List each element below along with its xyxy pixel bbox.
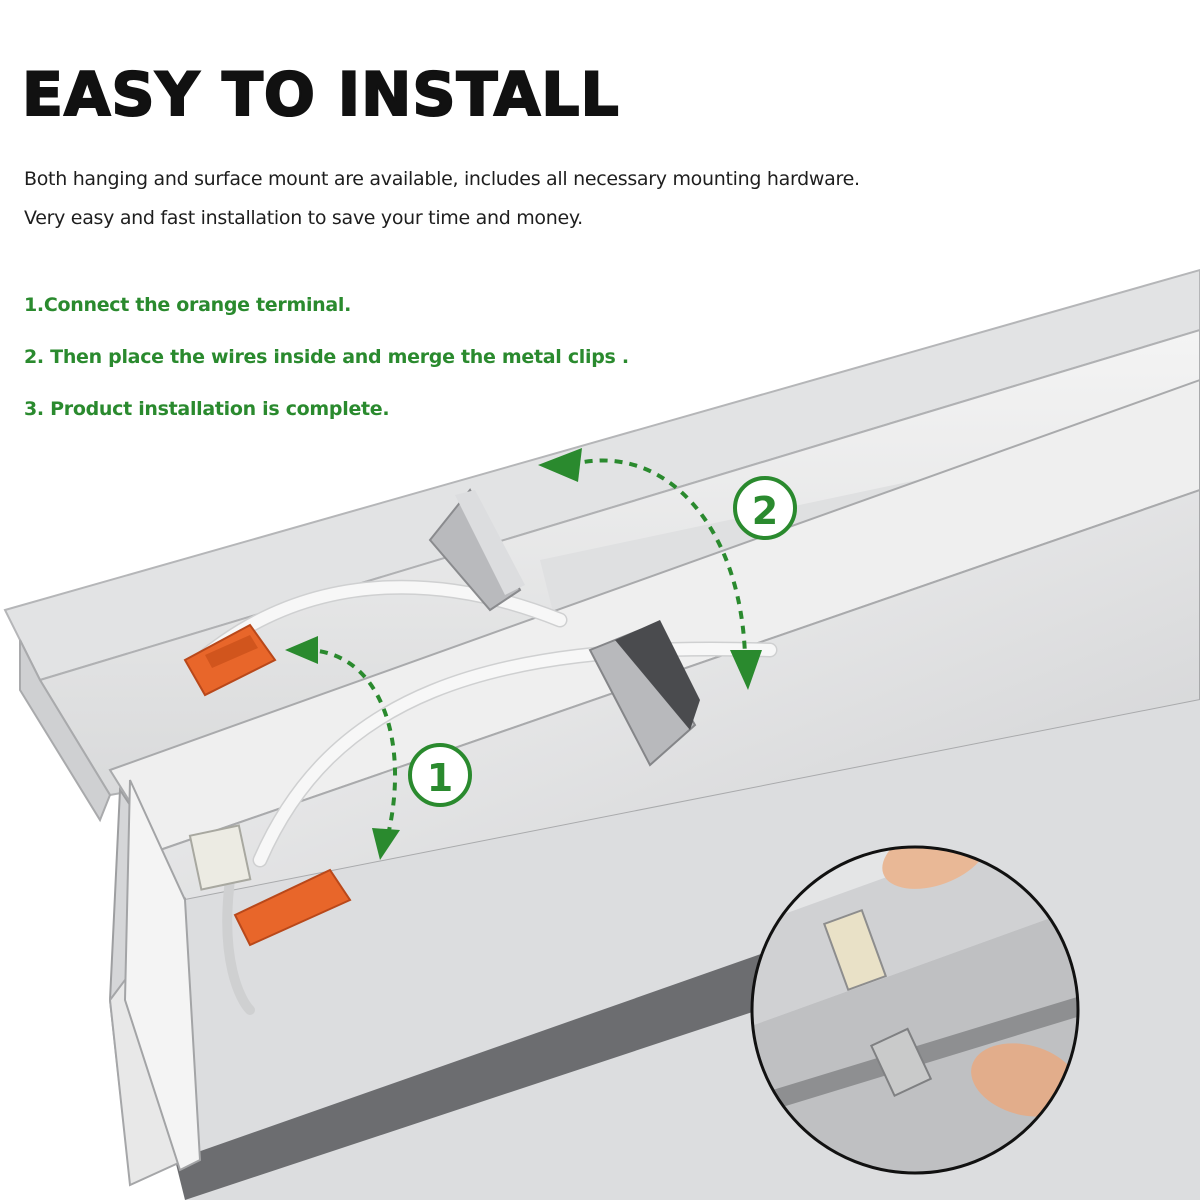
inset-detail-photo bbox=[750, 845, 1080, 1175]
step-one-arrowhead-bottom bbox=[372, 828, 400, 860]
description-line-2: Very easy and fast installation to save … bbox=[24, 207, 583, 229]
callout-two-label: 2 bbox=[752, 489, 778, 533]
callout-two: 2 bbox=[733, 476, 797, 540]
metal-clip-top bbox=[428, 488, 525, 612]
step-two-arrowhead-bottom bbox=[730, 650, 762, 690]
callout-one-label: 1 bbox=[427, 756, 453, 800]
step-one-arrow bbox=[304, 648, 397, 836]
callout-one: 1 bbox=[408, 743, 472, 807]
step-3: 3. Product installation is complete. bbox=[24, 398, 390, 420]
hand-top bbox=[882, 847, 988, 889]
step-1: 1.Connect the orange terminal. bbox=[24, 294, 352, 316]
white-connector bbox=[188, 824, 252, 891]
orange-terminal-bottom bbox=[233, 868, 352, 947]
step-two-arrow bbox=[569, 458, 747, 656]
step-2: 2. Then place the wires inside and merge… bbox=[24, 346, 629, 368]
page-title: EASY TO INSTALL bbox=[21, 59, 620, 131]
step-two-arrowhead-top bbox=[538, 448, 582, 482]
metal-clip-bottom bbox=[588, 620, 700, 767]
description-line-1: Both hanging and surface mount are avail… bbox=[24, 168, 860, 190]
step-one-arrowhead-top bbox=[285, 636, 318, 664]
orange-terminal-top bbox=[183, 623, 277, 697]
